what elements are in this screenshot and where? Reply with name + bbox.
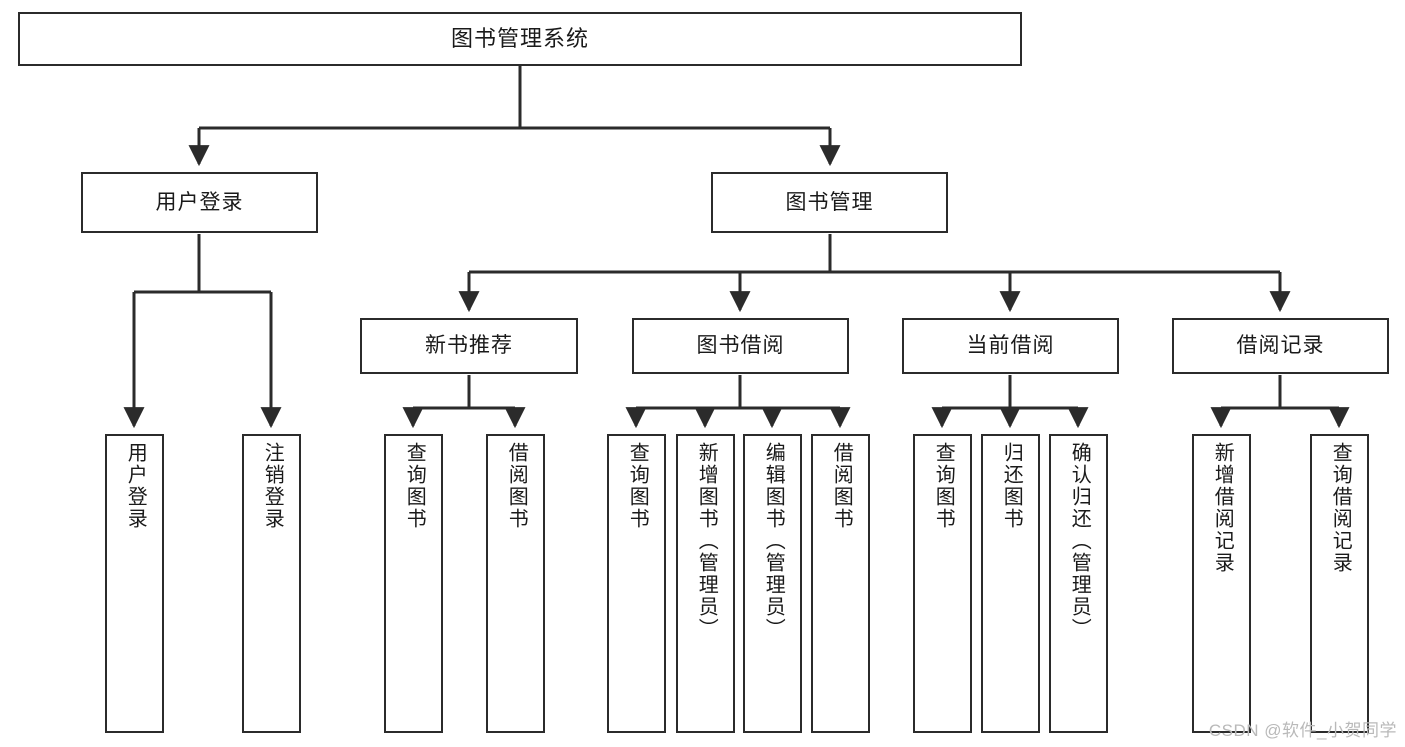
node-leaf-confirm-return[interactable]: 确认归还（管理员） bbox=[1049, 434, 1108, 733]
node-leaf-borrow-book-2[interactable]: 借阅图书 bbox=[811, 434, 870, 733]
csdn-watermark: CSDN @软件_小贺同学 bbox=[1208, 721, 1397, 740]
node-leaf-add-record-label: 新增借阅记录 bbox=[1211, 442, 1234, 574]
node-leaf-confirm-return-label: 确认归还（管理员） bbox=[1068, 442, 1091, 640]
node-leaf-query-book-1-label: 查询图书 bbox=[403, 442, 426, 530]
node-leaf-add-book[interactable]: 新增图书（管理员） bbox=[676, 434, 735, 733]
node-book-manage-label: 图书管理 bbox=[785, 190, 874, 214]
node-user-login[interactable]: 用户登录 bbox=[81, 172, 318, 233]
node-leaf-query-book-3-label: 查询图书 bbox=[932, 442, 955, 530]
node-leaf-query-record-label: 查询借阅记录 bbox=[1329, 442, 1352, 574]
node-new-book-recommend-label: 新书推荐 bbox=[425, 334, 513, 358]
node-root-system[interactable]: 图书管理系统 bbox=[18, 12, 1022, 66]
node-leaf-add-book-label: 新增图书（管理员） bbox=[695, 442, 718, 640]
node-user-login-label: 用户登录 bbox=[155, 190, 244, 214]
node-book-borrow-label: 图书借阅 bbox=[696, 334, 785, 358]
node-leaf-return-book[interactable]: 归还图书 bbox=[981, 434, 1040, 733]
node-borrow-record[interactable]: 借阅记录 bbox=[1172, 318, 1389, 374]
node-leaf-edit-book-label: 编辑图书（管理员） bbox=[762, 442, 785, 640]
node-leaf-return-book-label: 归还图书 bbox=[1000, 442, 1023, 530]
node-root-system-label: 图书管理系统 bbox=[450, 25, 589, 51]
node-leaf-query-book-2[interactable]: 查询图书 bbox=[607, 434, 666, 733]
node-leaf-borrow-book-1-label: 借阅图书 bbox=[505, 442, 528, 530]
node-book-manage[interactable]: 图书管理 bbox=[711, 172, 948, 233]
node-new-book-recommend[interactable]: 新书推荐 bbox=[360, 318, 578, 374]
node-leaf-query-record[interactable]: 查询借阅记录 bbox=[1310, 434, 1369, 733]
node-leaf-user-login[interactable]: 用户登录 bbox=[105, 434, 164, 733]
node-leaf-logout-login-label: 注销登录 bbox=[261, 442, 284, 530]
node-book-borrow[interactable]: 图书借阅 bbox=[632, 318, 849, 374]
node-current-borrow-label: 当前借阅 bbox=[966, 334, 1055, 358]
node-leaf-add-record[interactable]: 新增借阅记录 bbox=[1192, 434, 1251, 733]
node-leaf-query-book-3[interactable]: 查询图书 bbox=[913, 434, 972, 733]
node-leaf-borrow-book-2-label: 借阅图书 bbox=[830, 442, 853, 530]
node-leaf-edit-book[interactable]: 编辑图书（管理员） bbox=[743, 434, 802, 733]
node-leaf-query-book-1[interactable]: 查询图书 bbox=[384, 434, 443, 733]
node-borrow-record-label: 借阅记录 bbox=[1236, 334, 1325, 358]
node-leaf-user-login-label: 用户登录 bbox=[124, 442, 147, 530]
node-leaf-logout-login[interactable]: 注销登录 bbox=[242, 434, 301, 733]
node-leaf-query-book-2-label: 查询图书 bbox=[626, 442, 649, 530]
node-current-borrow[interactable]: 当前借阅 bbox=[902, 318, 1119, 374]
node-leaf-borrow-book-1[interactable]: 借阅图书 bbox=[486, 434, 545, 733]
